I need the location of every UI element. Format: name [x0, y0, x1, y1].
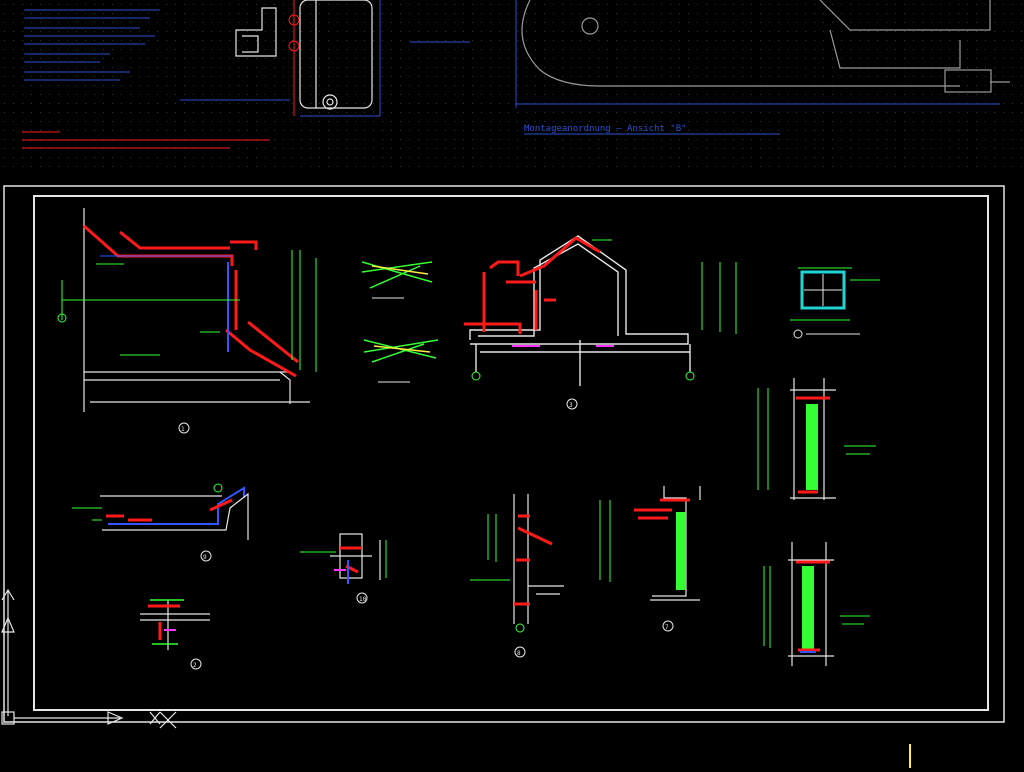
view-number: 8 — [517, 650, 521, 657]
red-notes — [22, 131, 270, 149]
inner-border — [33, 195, 989, 711]
view-number: 7 — [665, 624, 669, 631]
detail-beam-cross-section — [790, 267, 880, 339]
arm-dimensions — [515, 0, 1000, 108]
view-number: 10 — [359, 596, 367, 603]
green-panel — [802, 566, 814, 650]
view-number: 9 — [203, 554, 207, 561]
bracket-dimensions — [180, 0, 470, 117]
top-sheet-title: Montageanordnung — Ansicht "B" — [524, 124, 687, 134]
notes-block — [24, 9, 160, 81]
dotted-grid — [0, 0, 1024, 168]
detail-window-head: 7 — [599, 486, 701, 632]
detail-column-base: 8 — [470, 494, 564, 658]
bracket-part — [235, 0, 373, 110]
ucs-icon — [1, 588, 177, 729]
detail-eave-section: 1 — [57, 208, 317, 434]
detail-wall-section-lower — [763, 542, 870, 666]
view-number: 2 — [193, 662, 197, 669]
arm-part — [521, 0, 1010, 93]
detail-wall-section-upper — [757, 378, 876, 500]
detail-joint: 10 — [300, 533, 387, 604]
axis-bubble — [57, 313, 67, 323]
green-panel — [676, 512, 686, 590]
view-number: 3 — [569, 402, 573, 409]
detail-rail-bottom — [363, 339, 439, 383]
green-panel — [806, 404, 818, 490]
detail-gutter: 9 — [72, 483, 249, 562]
detail-rail-top — [361, 261, 433, 299]
top-sheet: Montageanordnung — Ansicht "B" — [0, 0, 1024, 168]
detail-connection: 2 — [140, 599, 210, 670]
bracket-red-lines — [288, 0, 300, 116]
detail-gable-section: 3 — [464, 235, 737, 410]
view-label-circle — [178, 422, 190, 434]
drawing-frame — [3, 185, 1005, 723]
view-number: 1 — [181, 426, 185, 433]
outer-border — [3, 185, 1005, 723]
